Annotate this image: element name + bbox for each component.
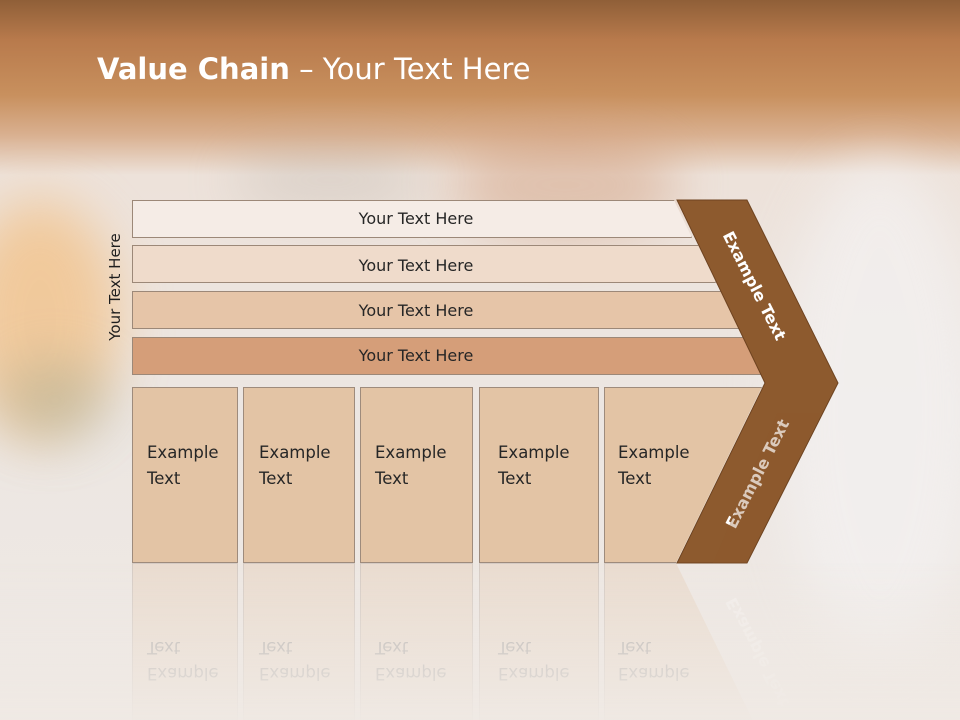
chevron-polygon [676,199,839,564]
band-2-label: Your Text Here [358,256,474,275]
box-3-line1: Example [375,443,447,462]
box-1 [132,387,238,563]
slide-title: Value Chain – Your Text Here [97,52,531,86]
box-1-line2: Text [147,469,181,488]
box-3 [360,387,473,563]
reflection-fade [0,563,960,720]
background-blob [0,360,110,440]
box-4 [479,387,599,563]
box-5-line2: Text [618,469,652,488]
band-3-label: Your Text Here [358,301,474,320]
band-4-label: Your Text Here [358,346,474,365]
box-2 [243,387,355,563]
title-rest: – Your Text Here [289,52,531,86]
band-3 [132,291,741,329]
band-2 [132,245,716,283]
box-4-line2: Text [498,469,532,488]
band-1-label: Your Text Here [358,209,474,228]
box-4-line1: Example [498,443,570,462]
box-2-line1: Example [259,443,331,462]
box-3-line2: Text [375,469,409,488]
title-bold: Value Chain [97,52,290,86]
box-2-line2: Text [259,469,293,488]
box-5-line1: Example [618,443,690,462]
band-4 [132,337,764,375]
box-1-line1: Example [147,443,219,462]
band-1 [132,200,692,238]
